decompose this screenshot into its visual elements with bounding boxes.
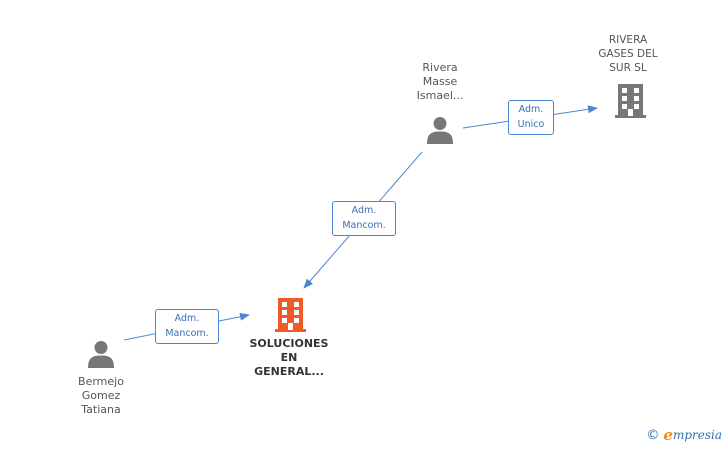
node-label-line: RIVERA	[608, 34, 648, 46]
node-label-line: EN	[280, 351, 298, 364]
node-label-rivera-gases[interactable]: RIVERA GASES DEL SUR SL	[588, 33, 668, 75]
node-label-line: SUR SL	[609, 62, 647, 74]
edge-label-line: Adm.	[351, 205, 377, 216]
node-label-line: Tatiana	[81, 403, 121, 416]
edge-label-line: Adm.	[174, 313, 200, 324]
copyright-symbol: ©	[646, 427, 660, 443]
edge-label-adm-mancom-lower[interactable]: Adm. Mancom.	[155, 309, 219, 344]
node-label-bermejo[interactable]: Bermejo Gomez Tatiana	[61, 375, 141, 417]
building-icon[interactable]	[615, 84, 646, 118]
node-label-line: Ismael...	[416, 89, 464, 102]
edge-label-line: Mancom.	[342, 220, 386, 231]
brand-initial: e	[663, 426, 673, 444]
edge-label-line: Unico	[517, 119, 545, 130]
node-label-line: Bermejo	[78, 375, 124, 388]
node-label-rivera-masse[interactable]: Rivera Masse Ismael...	[400, 61, 480, 103]
node-label-line: GENERAL...	[254, 365, 324, 378]
person-icon[interactable]	[427, 117, 453, 144]
empresia-logo: © e mpresia	[646, 426, 722, 444]
node-label-line: Gomez	[81, 389, 121, 402]
focus-building-icon[interactable]	[275, 298, 306, 332]
brand-name: mpresia	[672, 428, 722, 442]
node-label-line: Masse	[422, 75, 458, 88]
node-label-soluciones[interactable]: SOLUCIONES EN GENERAL...	[243, 337, 335, 379]
edge-label-line: Mancom.	[165, 328, 209, 339]
edge-label-line: Adm.	[518, 104, 544, 115]
edge-label-adm-mancom-upper[interactable]: Adm. Mancom.	[332, 201, 396, 236]
edge-label-adm-unico[interactable]: Adm. Unico	[508, 100, 554, 135]
node-label-line: GASES DEL	[598, 48, 658, 60]
person-icon[interactable]	[88, 341, 114, 368]
node-label-line: SOLUCIONES	[249, 337, 329, 350]
node-label-line: Rivera	[422, 61, 458, 74]
